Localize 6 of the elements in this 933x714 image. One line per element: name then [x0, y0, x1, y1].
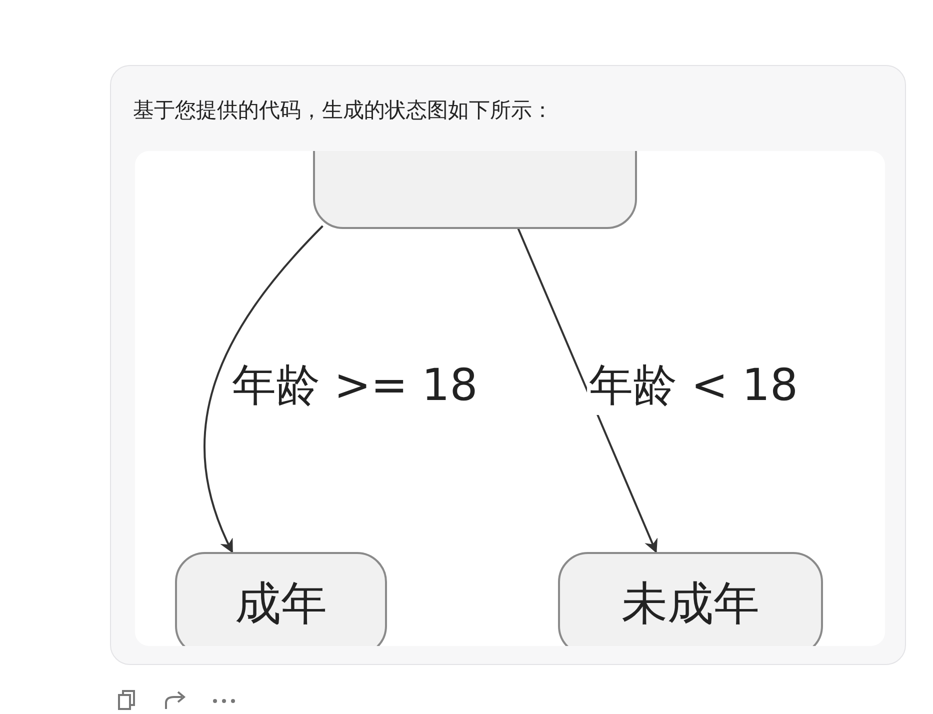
state-name: 未成年 — [622, 575, 760, 632]
transition-arrow — [204, 225, 324, 554]
state-box — [558, 552, 823, 646]
message-text: 基于您提供的代码，生成的状态图如下所示： — [133, 97, 553, 124]
state-box — [175, 552, 387, 646]
state-name: 成年 — [235, 575, 327, 632]
